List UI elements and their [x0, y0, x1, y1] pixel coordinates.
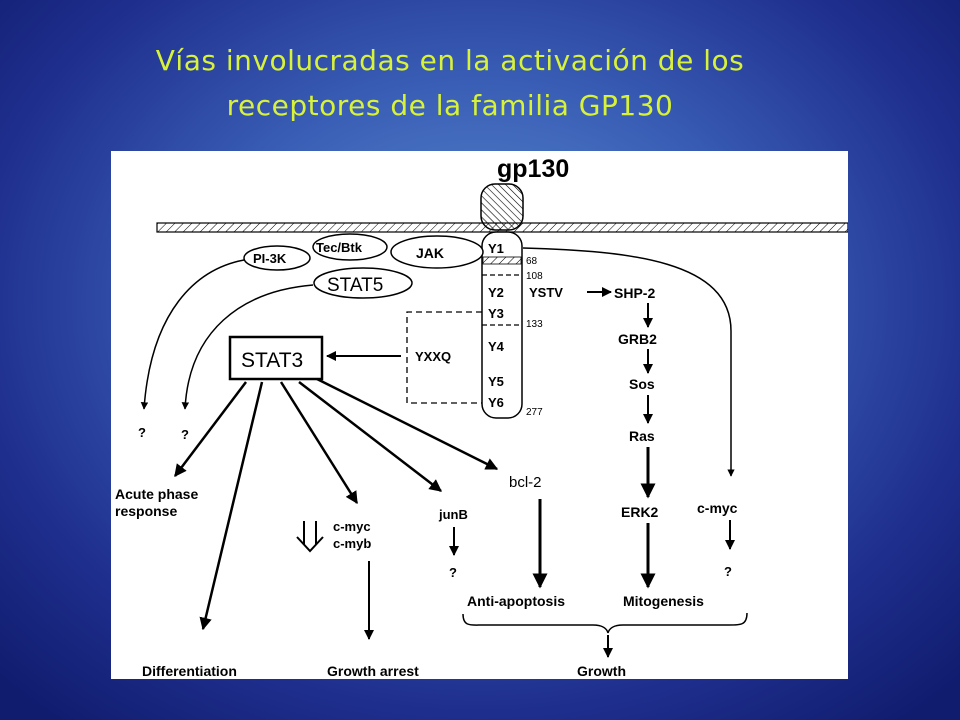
- growth-brace: [462, 612, 748, 634]
- gp130-pathway-diagram: gp130 Y1 Y2 Y3 Y4 Y5 Y6 68 108 133 277 Y…: [115, 155, 848, 679]
- yxxq-dashed-bracket: [406, 311, 482, 404]
- jak-kinase: [390, 235, 484, 269]
- down-regulation-double-arrow: [296, 521, 324, 553]
- stat3-to-junb-arrow: [298, 381, 442, 492]
- tyrosine-y3: Y3: [488, 306, 504, 321]
- junb-label: junB: [438, 507, 468, 522]
- position-108: 108: [526, 271, 543, 282]
- acute-phase-line-2: response: [115, 503, 177, 519]
- stat3-to-bcl2-arrow: [316, 377, 499, 471]
- stat5-protein: [313, 267, 413, 299]
- position-133: 133: [526, 319, 543, 330]
- pi3k-curve-arrow: [140, 259, 245, 410]
- tec-btk-label: Tec/Btk: [316, 240, 363, 255]
- stat3-box: [228, 335, 324, 381]
- tyrosine-y2: Y2: [488, 285, 504, 300]
- position-277: 277: [526, 407, 543, 418]
- pi3k-kinase: [243, 245, 311, 271]
- sos-label: Sos: [629, 376, 655, 392]
- ras-label: Ras: [629, 428, 655, 444]
- title-line-1: Vías involucradas en la activación de lo…: [155, 44, 745, 77]
- differentiation-label: Differentiation: [142, 663, 237, 679]
- stat5-label: STAT5: [327, 275, 383, 296]
- mitogenesis-label: Mitogenesis: [623, 593, 704, 609]
- growth-arrest-label: Growth arrest: [327, 663, 419, 679]
- slide-title: Vías involucradas en la activación de lo…: [0, 38, 900, 128]
- bcl2-label: bcl-2: [509, 474, 542, 491]
- grb2-label: GRB2: [618, 331, 657, 347]
- yxxq-motif: YXXQ: [415, 349, 451, 364]
- growth-label: Growth: [577, 663, 626, 679]
- unknown-cmyc: ?: [724, 564, 732, 579]
- tyrosine-y1: Y1: [488, 241, 504, 256]
- pi3k-label: PI-3K: [253, 251, 287, 266]
- anti-apoptosis-label: Anti-apoptosis: [467, 593, 565, 609]
- unknown-stat5: ?: [181, 427, 189, 442]
- title-line-2: receptores de la familia GP130: [226, 89, 674, 122]
- position-68: 68: [526, 256, 538, 267]
- stat3-label: STAT3: [241, 349, 303, 372]
- stat3-to-acute-arrow: [174, 381, 247, 477]
- tyrosine-y5: Y5: [488, 374, 504, 389]
- unknown-junb: ?: [449, 565, 457, 580]
- cmyc-right-label: c-myc: [697, 500, 738, 516]
- stat5-curve-arrow: [181, 284, 314, 410]
- erk2-label: ERK2: [621, 504, 659, 520]
- shp2-label: SHP-2: [614, 285, 655, 301]
- cmyc-down-label: c-myc: [333, 519, 371, 534]
- acute-phase-line-1: Acute phase: [115, 486, 198, 502]
- stat3-to-differentiation-arrow: [199, 381, 264, 631]
- jak-label: JAK: [416, 245, 444, 261]
- diagram-panel: gp130 Y1 Y2 Y3 Y4 Y5 Y6 68 108 133 277 Y…: [111, 151, 848, 679]
- cmyb-down-label: c-myb: [333, 536, 371, 551]
- receptor-transmembrane: [480, 183, 524, 231]
- ystv-motif: YSTV: [529, 285, 563, 300]
- unknown-pi3k: ?: [138, 425, 146, 440]
- receptor-label: gp130: [497, 155, 569, 183]
- tyrosine-y6: Y6: [488, 395, 504, 410]
- box1-stripe: [482, 256, 522, 265]
- tyrosine-y4: Y4: [488, 339, 505, 354]
- receptor-to-cmyc-curve: [522, 247, 735, 477]
- tec-btk-kinase: [312, 233, 388, 261]
- stat3-to-cmyc-arrow: [279, 381, 359, 505]
